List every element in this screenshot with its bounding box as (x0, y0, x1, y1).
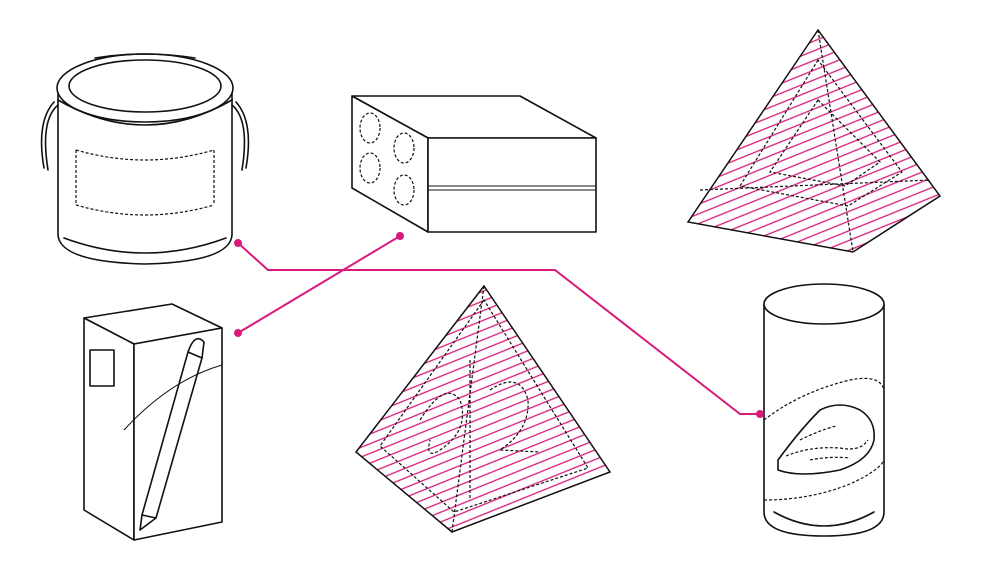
connector-endpoint[interactable] (234, 329, 242, 337)
connector-endpoint[interactable] (396, 232, 404, 240)
paint-can-icon[interactable] (40, 53, 250, 265)
cylinder-with-shoe-icon[interactable] (763, 283, 885, 537)
box-icon[interactable] (351, 95, 597, 233)
connector-endpoint[interactable] (234, 239, 242, 247)
connector-endpoint[interactable] (756, 410, 764, 418)
pyramid-center-icon[interactable] (354, 284, 612, 533)
connector-box-to-carton[interactable] (234, 232, 404, 337)
pyramid-top-icon[interactable] (686, 28, 942, 253)
connector-can-to-cylinder[interactable] (234, 239, 764, 418)
carton-with-pen-icon[interactable] (83, 303, 223, 541)
